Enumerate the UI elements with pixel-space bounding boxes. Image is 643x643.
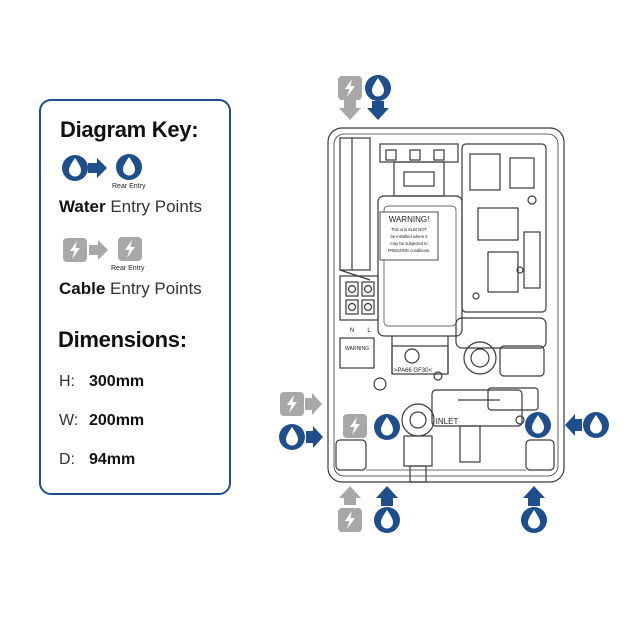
top-cable-entry-icon: [338, 76, 362, 120]
left-water-entry-icon: [279, 424, 323, 450]
dimension-depth-value: 94mm: [89, 451, 136, 468]
dimensions-title: Dimensions:: [58, 327, 187, 352]
bottom-water-entry-icon-right: [521, 486, 547, 533]
unit-warning-line-3: may be subjected to: [390, 241, 428, 246]
cable-entry-points-word: Entry Points: [110, 279, 202, 298]
unit-inlet-label: INLET: [436, 417, 459, 426]
unit-outline: [327, 127, 565, 483]
rear-cable-entry-icon: [343, 414, 367, 438]
water-word: Water: [59, 197, 106, 216]
water-rear-entry-icon: [116, 154, 142, 180]
bottom-cable-entry-icon: [338, 486, 362, 532]
water-entry-points-label: Water Entry Points: [59, 197, 202, 217]
key-title: Diagram Key:: [60, 117, 199, 142]
unit-terminal-l: L: [367, 328, 371, 334]
unit-warning-line-4: FREEZING conditions.: [388, 248, 430, 253]
dimension-height-label: H:: [59, 373, 75, 390]
dimension-depth-label: D:: [59, 451, 75, 468]
unit-small-warning: WARNING: [345, 346, 369, 352]
unit-warning-line-2: be installed where it: [390, 234, 428, 239]
cable-rear-entry-label: Rear Entry: [111, 265, 145, 272]
bottom-water-entry-icon-left: [374, 486, 400, 533]
dimension-height-value: 300mm: [89, 373, 145, 390]
unit-warning-line-1: This unit must NOT: [391, 227, 428, 232]
left-cable-entry-icon: [280, 392, 322, 416]
right-water-entry-icon: [565, 412, 609, 438]
cable-entry-points-label: Cable Entry Points: [59, 279, 202, 299]
dimension-width-value: 200mm: [89, 412, 145, 429]
top-water-entry-icon: [365, 75, 391, 120]
dimension-width-label: W:: [59, 412, 79, 429]
unit-terminal-n: N: [350, 328, 354, 334]
rear-water-entry-icon-left: [374, 414, 400, 440]
diagram-key-panel: Diagram Key: Rear Entry Water Entry Poin…: [39, 99, 231, 495]
rear-water-entry-icon-right: [525, 412, 551, 438]
water-rear-entry-label: Rear Entry: [112, 183, 146, 190]
unit-material-code: >PA66 GF30<: [394, 368, 432, 374]
cable-rear-entry-icon: [118, 237, 142, 261]
cable-word: Cable: [59, 279, 106, 298]
unit-warning-title: WARNING!: [389, 215, 430, 224]
water-entry-arrow-icon: [62, 155, 107, 181]
water-entry-points-word: Entry Points: [110, 197, 202, 216]
cable-entry-arrow-icon: [63, 238, 108, 262]
